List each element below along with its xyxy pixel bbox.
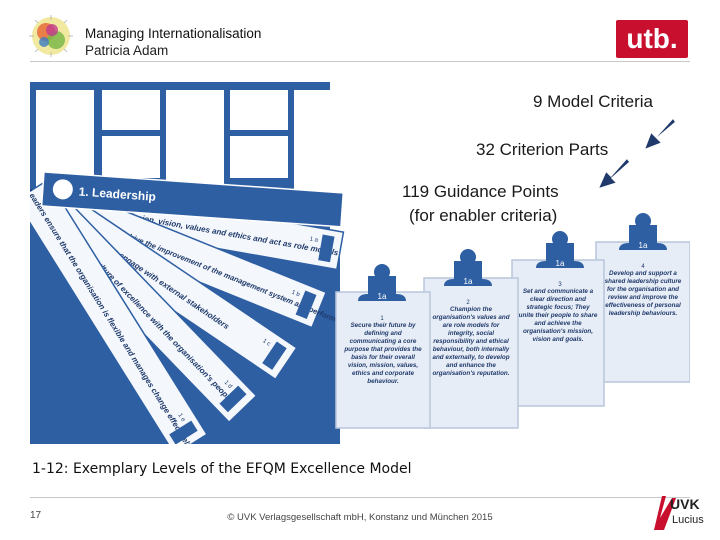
publisher-emblem-icon [29,15,73,57]
card-text: Set and communicate a clear direction an… [518,288,598,343]
fan-header-title: 1. Leadership [78,184,156,203]
guidance-card: 1a 4 Develop and support a shared leader… [595,213,690,383]
page-number: 17 [30,510,42,521]
guidance-points-label: 119 Guidance Points [402,182,559,201]
uvk-logo-name: UVK [670,496,700,512]
card-badge: 1a [639,241,648,250]
criterion-parts-label: 32 Criterion Parts [476,140,608,159]
author-name: Patricia Adam [85,43,169,58]
guidance-card: 1a 1 Secure their future by defining and… [335,264,431,429]
card-text: Champion the organisation's values and a… [432,306,510,377]
efqm-levels-figure: Leaders develop the mission, vision, val… [30,82,690,444]
fan-card-code: 1 b [290,290,301,299]
book-title: Managing Internationalisation [85,26,262,41]
fan-card-code: 1 e [176,413,186,424]
fan-card-code: 1 c [261,338,271,347]
footer-divider [30,497,690,498]
arrow-icon [596,156,632,191]
uvk-logo-sub: Lucius [672,514,704,526]
figure-caption: 1‑12: Exemplary Levels of the EFQM Excel… [32,461,412,477]
card-number: 4 [641,264,645,270]
card-number: 3 [558,282,562,288]
model-criteria-label: 9 Model Criteria [533,92,654,111]
guidance-card: 1a 3 Set and communicate a clear directi… [511,231,605,407]
fan-card-code: 1 a [309,236,319,243]
card-text: Develop and support a shared leadership … [604,270,682,317]
card-badge: 1a [464,277,473,286]
utb-logo: utb. [616,20,688,58]
arrow-icon [642,116,678,152]
header-divider [30,61,690,62]
card-text: Secure their future by defining and comm… [344,322,422,385]
card-number: 2 [466,300,470,306]
uvk-logo-icon [654,496,676,530]
card-number: 1 [380,316,384,322]
fan-card-code: 1 d [223,380,233,390]
copyright-notice: © UVK Verlagsgesellschaft mbH, Konstanz … [227,512,493,523]
guidance-card: 1a 2 Champion the organisation's values … [423,249,519,429]
card-badge: 1a [378,292,387,301]
card-badge: 1a [556,259,565,268]
guidance-points-note: (for enabler criteria) [409,206,557,225]
